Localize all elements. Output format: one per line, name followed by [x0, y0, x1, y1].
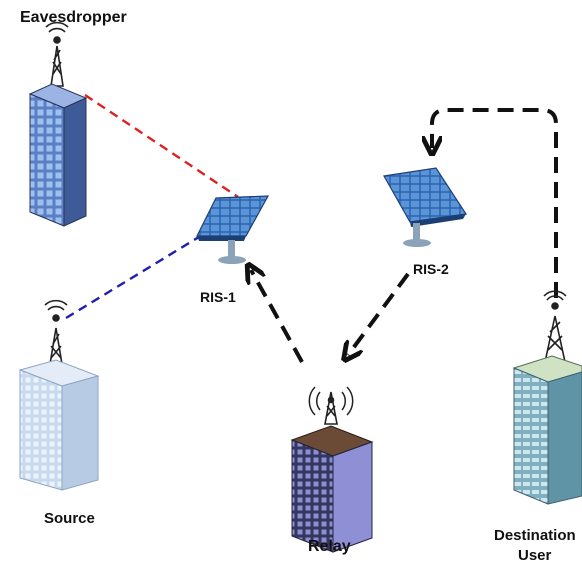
ris-1-panel	[196, 195, 270, 264]
eavesdropper-tower	[28, 21, 88, 227]
eavesdropper-link	[84, 94, 239, 198]
destination-label: Destination	[494, 527, 576, 544]
antenna-tower-icon	[324, 391, 338, 425]
relay-label: Relay	[308, 538, 351, 555]
signal-waves-icon	[308, 386, 354, 416]
relay-to-ris1-arrow	[251, 270, 304, 363]
ris-1-label: RIS-1	[200, 289, 236, 305]
building-icon	[290, 425, 374, 553]
source-label: Source	[44, 510, 95, 527]
destination-tower	[512, 290, 582, 505]
building-icon	[18, 359, 100, 491]
antenna-tower-icon	[543, 290, 567, 363]
ris2-to-relay-arrow	[348, 272, 410, 355]
solar-panel-icon	[196, 195, 270, 264]
destination-to-ris2-arrow	[432, 108, 558, 298]
ris-2-label: RIS-2	[413, 261, 449, 277]
ris-2-panel	[383, 167, 468, 247]
source-tower	[18, 299, 100, 491]
solar-panel-icon	[383, 167, 468, 247]
relay-tower	[290, 386, 374, 553]
eavesdropper-label: Eavesdropper	[20, 9, 127, 26]
antenna-tower-icon	[45, 21, 69, 87]
building-icon	[512, 355, 582, 505]
building-icon	[28, 83, 88, 227]
destination-user-label: User	[518, 547, 552, 564]
